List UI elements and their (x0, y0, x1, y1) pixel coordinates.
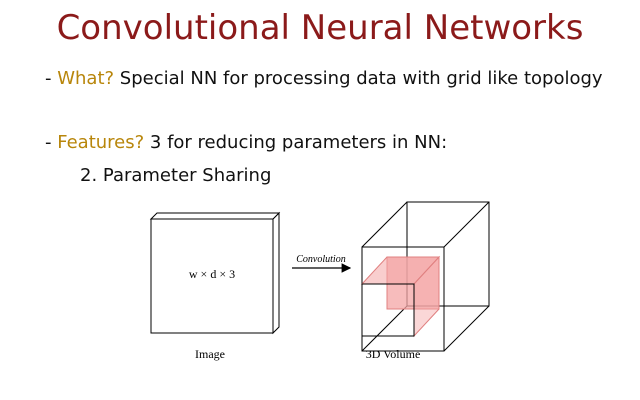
output-volume (360, 201, 490, 352)
input-block-side-face (272, 211, 280, 335)
bullet-features: - Features? 3 for reducing parameters in… (45, 130, 605, 155)
volume-back-face (406, 201, 490, 307)
slide-title: Convolutional Neural Networks (56, 8, 584, 48)
bullet-what: - What? Special NN for processing data w… (45, 66, 605, 91)
bullet-dash: - (45, 68, 58, 89)
input-block-top-face (149, 212, 281, 220)
bullet-text-what: Special NN for processing data with grid… (114, 68, 603, 89)
bullet-dash: - (45, 132, 58, 153)
volume-edge (361, 201, 408, 248)
input-caption: Image (195, 347, 225, 361)
bullet-label-what: What? (57, 68, 115, 89)
output-caption: 3D Volume (366, 347, 421, 361)
bullet-label-features: Features? (57, 132, 145, 153)
sub-item-parameter-sharing: 2. Parameter Sharing (80, 165, 272, 186)
input-dims-label: w × d × 3 (189, 267, 235, 281)
bullet-text-features: 3 for reducing parameters in NN: (144, 132, 448, 153)
volume-edge (361, 305, 408, 352)
input-block-front-face (150, 218, 274, 334)
receptive-field-front (361, 283, 415, 337)
volume-edge (443, 305, 490, 352)
arrow-label: Convolution (296, 254, 345, 265)
input-image-block: w × d × 3 (149, 211, 281, 335)
convolution-arrow: Convolution (292, 254, 352, 273)
volume-edge (443, 201, 490, 248)
